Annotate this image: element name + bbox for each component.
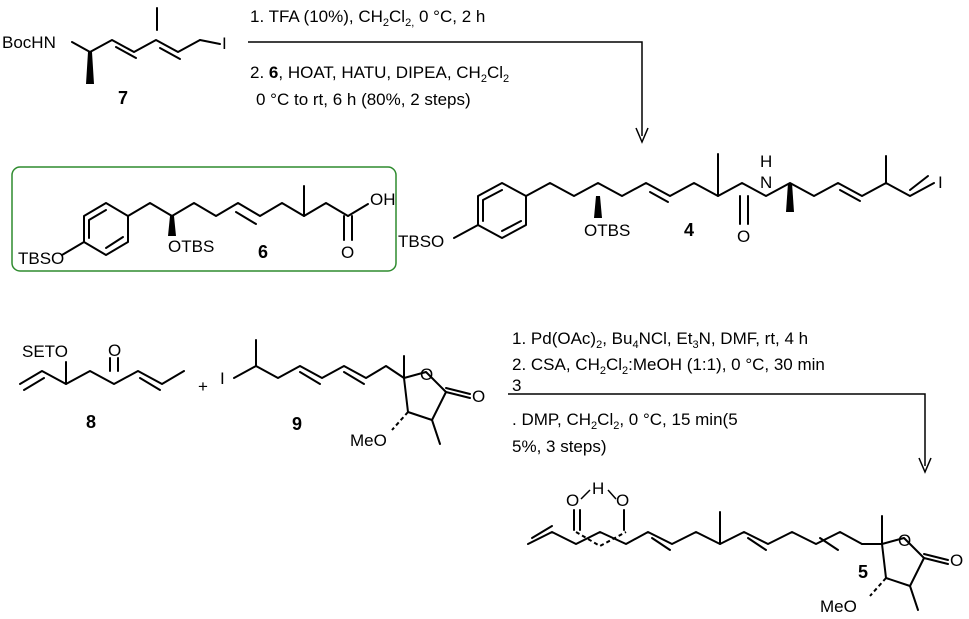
c6-tbso: TBSO bbox=[18, 249, 64, 268]
compound-5: H O O O O MeO 5 bbox=[527, 479, 963, 616]
c9-o-ring: O bbox=[420, 365, 433, 384]
c9-double-2 bbox=[343, 371, 365, 385]
c9-double-1 bbox=[299, 371, 321, 385]
c5-o-ring: O bbox=[898, 531, 911, 550]
c4-tbso: TBSO bbox=[398, 232, 444, 251]
compound-9-number: 9 bbox=[292, 414, 302, 434]
c7-iodide: I bbox=[222, 34, 227, 53]
c5-o1-bond bbox=[573, 509, 581, 531]
c4-double-1 bbox=[839, 189, 861, 202]
c6-alkene bbox=[235, 211, 257, 225]
c8-o: O bbox=[108, 341, 121, 360]
c6-ring-inner bbox=[88, 209, 124, 249]
compound-6-border bbox=[11, 166, 397, 272]
c9-i: I bbox=[220, 369, 225, 388]
plus-sign: + bbox=[198, 377, 208, 396]
c7-wedge bbox=[86, 52, 94, 84]
c6-o: O bbox=[341, 243, 354, 262]
c5-double-1 bbox=[651, 537, 671, 551]
c6-otbs: OTBS bbox=[168, 237, 214, 256]
c4-wedge-2 bbox=[786, 183, 794, 212]
c5-carbonyl bbox=[923, 553, 949, 565]
c9-chain bbox=[233, 365, 405, 379]
bottom-step1: 1. Pd(OAc)2, Bu4NCl, Et3N, DMF, rt, 4 h bbox=[512, 329, 808, 351]
c8-chain bbox=[19, 370, 185, 385]
bottom-step3: . DMP, CH2Cl2, 0 °C, 15 min(5 bbox=[512, 410, 738, 432]
c8-carbonyl bbox=[109, 357, 119, 372]
c6-chain bbox=[127, 202, 349, 217]
c4-wedge bbox=[594, 196, 602, 218]
c7-double-2 bbox=[159, 47, 181, 60]
c9-o-carbonyl: O bbox=[472, 387, 485, 406]
c4-h: H bbox=[760, 152, 772, 171]
c4-i: I bbox=[938, 173, 943, 192]
c5-methyl-2 bbox=[909, 585, 919, 611]
compound-5-number: 5 bbox=[858, 562, 868, 582]
c6-wedge bbox=[168, 216, 176, 236]
top-step1: 1. TFA (10%), CH2Cl2, 0 °C, 2 h bbox=[250, 7, 485, 29]
c5-o2: O bbox=[616, 491, 629, 510]
top-conditions: 1. TFA (10%), CH2Cl2, 0 °C, 2 h 2. 6, HO… bbox=[248, 7, 649, 144]
c5-meo-bond bbox=[869, 577, 887, 597]
c5-vinyl bbox=[531, 525, 553, 539]
compound-6-number: 6 bbox=[258, 242, 268, 262]
c5-o-carbonyl: O bbox=[950, 551, 963, 570]
bochn-label: BocHN bbox=[2, 33, 56, 52]
c4-alkene bbox=[649, 191, 669, 203]
c4-otbs: OTBS bbox=[584, 221, 630, 240]
c6-carbonyl bbox=[343, 215, 353, 241]
c9-meo-bond bbox=[391, 411, 409, 431]
bottom-step3-line2: 5%, 3 steps) bbox=[512, 437, 607, 456]
c7-double-1 bbox=[115, 46, 137, 59]
c5-o1: O bbox=[566, 491, 579, 510]
c4-double-2 bbox=[909, 175, 929, 191]
c7-ci-bond bbox=[199, 39, 221, 45]
c5-double-2 bbox=[747, 537, 767, 551]
c9-ring bbox=[403, 371, 447, 421]
c8-vinyl-2 bbox=[139, 377, 161, 391]
c4-n: N bbox=[760, 173, 772, 192]
c9-carbonyl bbox=[445, 387, 471, 399]
c5-chain bbox=[527, 531, 863, 545]
compound-4-number: 4 bbox=[684, 220, 694, 240]
c4-o: O bbox=[737, 227, 750, 246]
c5-hbond bbox=[580, 489, 617, 500]
c8-vinyl-1 bbox=[23, 377, 45, 391]
c5-meo: MeO bbox=[820, 597, 857, 616]
c4-ring bbox=[453, 182, 527, 239]
compound-6-box: TBSO OTBS OH O 6 bbox=[11, 166, 397, 272]
c9-meo: MeO bbox=[350, 431, 387, 450]
compound-8-number: 8 bbox=[86, 412, 96, 432]
bottom-arrowhead bbox=[918, 457, 932, 474]
bottom-conditions: 1. Pd(OAc)2, Bu4NCl, Et3N, DMF, rt, 4 h … bbox=[508, 329, 932, 474]
c6-ring bbox=[61, 202, 129, 256]
c4-chain bbox=[525, 182, 935, 197]
top-step2-line2: 0 °C to rt, 6 h (80%, 2 steps) bbox=[256, 90, 471, 109]
c4-ring-inner bbox=[482, 189, 522, 232]
compound-8: SETO O 8 bbox=[19, 341, 185, 432]
bottom-arrow bbox=[508, 393, 926, 466]
top-arrow bbox=[248, 41, 643, 136]
c8-seto: SETO bbox=[22, 342, 68, 361]
c6-oh-bond bbox=[347, 203, 369, 217]
c5-h: H bbox=[592, 479, 604, 498]
c5-enol-delocal bbox=[575, 531, 627, 548]
c7-chain bbox=[71, 39, 201, 53]
bottom-step2: 2. CSA, CH2Cl2:MeOH (1:1), 0 °C, 30 min bbox=[512, 355, 825, 377]
c5-double-3 bbox=[819, 537, 839, 551]
c4-carbonyl bbox=[739, 195, 749, 225]
bottom-step3-num: 3 bbox=[512, 376, 521, 395]
compound-7-number: 7 bbox=[118, 88, 128, 108]
c5-ring bbox=[881, 537, 925, 587]
c9-methyl-2 bbox=[431, 419, 441, 445]
compound-9: I O O MeO 9 bbox=[220, 339, 485, 450]
c6-oh: OH bbox=[370, 190, 396, 209]
top-step2: 2. 6, HOAT, HATU, DIPEA, CH2Cl2 bbox=[250, 63, 509, 85]
top-arrowhead bbox=[635, 127, 649, 144]
compound-7: BocHN I 7 bbox=[2, 7, 227, 108]
compound-4: TBSO OTBS O N H I 4 bbox=[398, 152, 943, 251]
